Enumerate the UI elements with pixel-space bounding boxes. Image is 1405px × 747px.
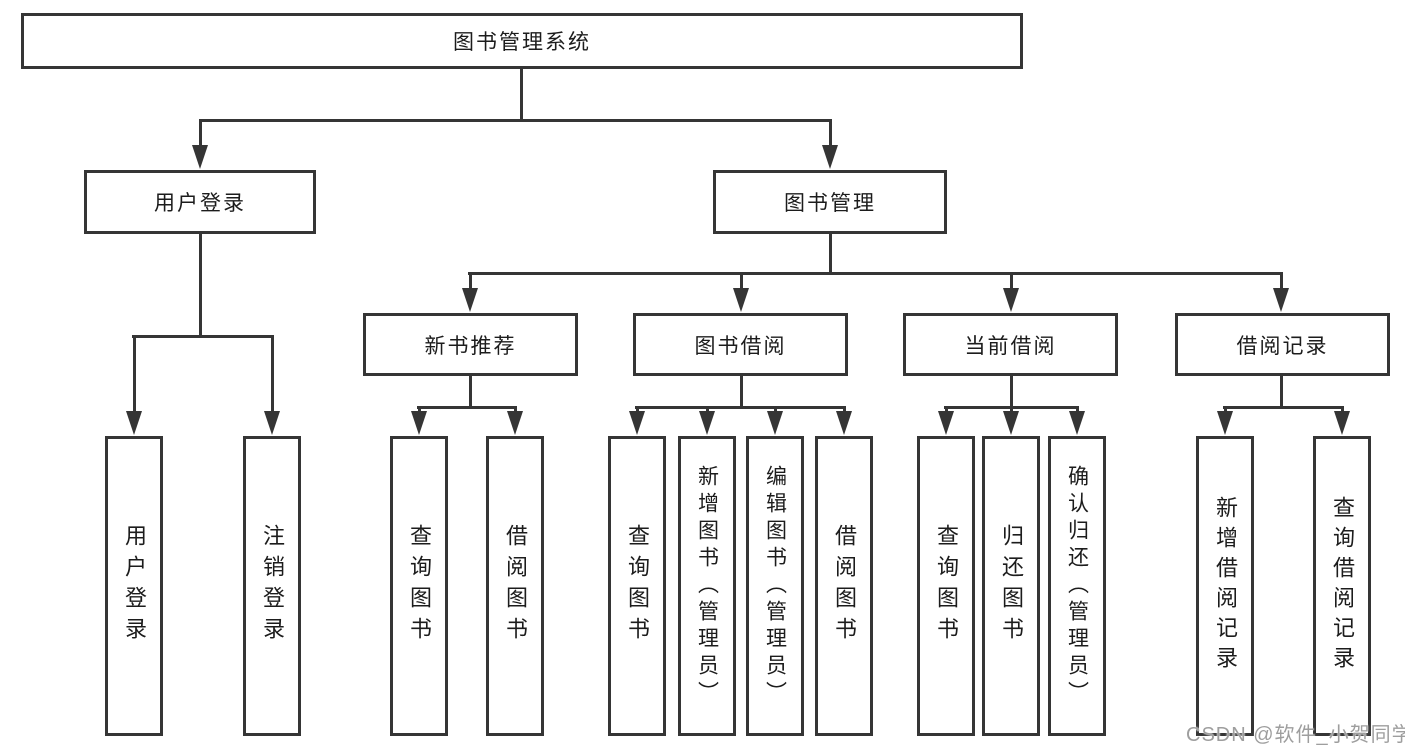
leaf-return-books: 归还图书 [982,436,1040,736]
arrowhead-logout-leaf [264,411,280,435]
node-label: 借阅图书 [503,524,528,648]
node-label: 编辑图书（管理员） [763,464,787,708]
connector-leaf-stem [843,406,846,414]
node-label: 借阅图书 [832,524,857,648]
leaf-query-borrow-record: 查询借阅记录 [1313,436,1371,736]
connector-to-book-borrow [740,272,743,291]
connector-leaf-stem [636,406,639,414]
connector-leaf-stem [945,406,948,414]
connector-leaf-stem [1341,406,1344,414]
leaf-add-borrow-record: 新增借阅记录 [1196,436,1254,736]
arrowhead-leaf [699,411,715,435]
node-label: 确认归还（管理员） [1065,464,1089,708]
connector-book-borrow-stem [740,376,743,407]
connector-leaf-stem [1010,406,1013,414]
node-label: 图书管理系统 [453,31,591,54]
node-label: 图书借阅 [694,334,787,358]
arrowhead-leaf [507,411,523,435]
connector-book-management-stem [829,233,832,274]
connector-current-borrow-stem [1010,376,1013,407]
arrowhead-leaf [1069,411,1085,435]
leaf-query-books-borrowing: 查询图书 [608,436,666,736]
node-label: 查询图书 [625,524,650,648]
arrowhead-user-login [192,145,208,169]
connector-user-login-bar [132,335,274,338]
node-label: 归还图书 [999,524,1024,648]
arrowhead-book-borrow [733,288,749,312]
node-label: 用户登录 [122,524,147,648]
node-borrowing-records: 借阅记录 [1175,313,1390,376]
node-current-borrowing: 当前借阅 [903,313,1118,376]
node-label: 借阅记录 [1236,334,1329,358]
arrowhead-leaf [1217,411,1233,435]
arrowhead-leaf [836,411,852,435]
node-book-management: 图书管理 [713,170,947,234]
arrowhead-leaf [411,411,427,435]
node-label: 查询借阅记录 [1330,496,1355,676]
arrowhead-leaf [938,411,954,435]
node-new-book-recommendation: 新书推荐 [363,313,578,376]
node-label: 注销登录 [260,524,285,648]
node-label: 查询图书 [934,524,959,648]
connector-leaf-stem [706,406,709,414]
leaf-edit-books-admin: 编辑图书（管理员） [746,436,804,736]
leaf-query-books-current: 查询图书 [917,436,975,736]
connector-root-stem [520,69,523,119]
connector-to-logout-leaf [271,335,274,413]
connector-level1-bar [199,119,832,122]
arrowhead-book-management [822,145,838,169]
connector-user-login-stem [199,233,202,336]
connector-to-login-leaf [133,335,136,413]
csdn-watermark: CSDN @软件_小贺同学 [1186,724,1405,746]
connector-leaf-stem [774,406,777,414]
connector-to-borrow-record [1280,272,1283,291]
connector-leaf-stem [418,406,421,414]
node-label: 当前借阅 [964,334,1057,358]
node-user-login: 用户登录 [84,170,316,234]
node-label: 新增图书（管理员） [695,464,719,708]
connector-leaf-stem [514,406,517,414]
connector-to-new-book [469,272,472,291]
connector-leaf-stem [1224,406,1227,414]
leaf-add-books-admin: 新增图书（管理员） [678,436,736,736]
connector-to-user-login [199,119,202,147]
connector-new-book-stem [469,376,472,407]
arrowhead-login-leaf [126,411,142,435]
node-library-management-system: 图书管理系统 [21,13,1023,69]
arrowhead-borrow-record [1273,288,1289,312]
connector-borrow-record-bar [1223,406,1344,409]
leaf-logout: 注销登录 [243,436,301,736]
arrowhead-leaf [1334,411,1350,435]
arrowhead-leaf [629,411,645,435]
leaf-confirm-return-admin: 确认归还（管理员） [1048,436,1106,736]
connector-borrow-record-stem [1280,376,1283,407]
node-book-borrowing: 图书借阅 [633,313,848,376]
arrowhead-current-borrow [1003,288,1019,312]
connector-level3-bar [468,272,1283,275]
node-label: 查询图书 [407,524,432,648]
connector-to-current-borrow [1010,272,1013,291]
connector-book-borrow-bar [635,406,846,409]
leaf-user-login: 用户登录 [105,436,163,736]
connector-leaf-stem [1076,406,1079,414]
leaf-borrow-books: 借阅图书 [815,436,873,736]
arrowhead-leaf [767,411,783,435]
leaf-query-books-recommend: 查询图书 [390,436,448,736]
node-label: 新书推荐 [424,334,517,358]
arrowhead-leaf [1003,411,1019,435]
connector-to-book-management [829,119,832,147]
node-label: 新增借阅记录 [1213,496,1238,676]
connector-new-book-bar [417,406,517,409]
leaf-borrow-books-recommend: 借阅图书 [486,436,544,736]
node-label: 用户登录 [154,192,246,215]
node-label: 图书管理 [784,192,876,215]
arrowhead-new-book [462,288,478,312]
